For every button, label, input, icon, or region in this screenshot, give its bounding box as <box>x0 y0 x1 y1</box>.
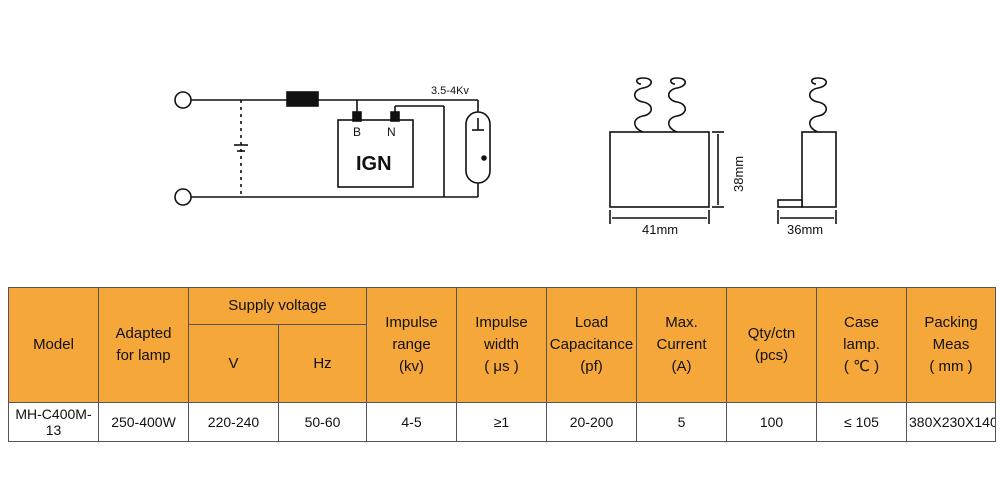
cell-case-temp: ≤ 105 <box>816 402 907 442</box>
table-row: MH-C400M-13 250-400W 220-240 50-60 4-5 ≥… <box>8 402 996 442</box>
case-side <box>801 131 837 208</box>
mounting-tab <box>777 199 803 208</box>
header-model: Model <box>8 287 99 403</box>
voltage-label: 3.5-4Kv <box>431 85 469 97</box>
width-dimension: 41mm <box>642 222 678 237</box>
ballast-inductor <box>286 91 319 107</box>
cell-impulse-range: 4-5 <box>366 402 457 442</box>
cell-voltage: 220-240 <box>188 402 279 442</box>
cell-packing: 380X230X140 <box>906 402 996 442</box>
depth-dimension: 36mm <box>787 222 823 237</box>
header-voltage-v: V <box>188 324 279 403</box>
spring-side-icon <box>808 77 828 133</box>
spring-left-icon <box>633 77 653 133</box>
ign-label: IGN <box>356 153 392 175</box>
cell-impulse-width: ≥1 <box>456 402 547 442</box>
terminal-n-label: N <box>387 125 396 139</box>
header-max-current: Max.Current(A) <box>636 287 727 403</box>
terminal-n-pin <box>390 111 400 122</box>
header-supply-voltage: Supply voltage <box>188 287 367 325</box>
circuit-labels: 3.5-4Kv B N IGN <box>353 85 469 175</box>
cell-model: MH-C400M-13 <box>8 402 99 442</box>
terminal-bottom <box>174 188 192 206</box>
ign-box <box>337 119 414 188</box>
cell-lamp: 250-400W <box>98 402 189 442</box>
case-front <box>609 131 710 208</box>
terminal-top <box>174 91 192 109</box>
spring-right-icon <box>667 77 687 133</box>
cell-load-capacitance: 20-200 <box>546 402 637 442</box>
cell-max-current: 5 <box>636 402 727 442</box>
header-qty: Qty/ctn(pcs) <box>726 287 817 403</box>
terminal-b-pin <box>352 111 362 122</box>
header-frequency-hz: Hz <box>278 324 367 403</box>
terminal-b-label: B <box>353 125 361 139</box>
circuit-diagram <box>174 91 491 206</box>
diagrams-area: 3.5-4Kv B N IGN 41mm 38mm 36mm <box>174 77 837 237</box>
height-dimension: 38mm <box>731 156 746 192</box>
front-dimension-labels: 41mm 38mm <box>642 156 746 237</box>
igniter-side-view <box>777 77 837 224</box>
cell-frequency: 50-60 <box>278 402 367 442</box>
cell-qty: 100 <box>726 402 817 442</box>
igniter-front-view <box>609 77 724 224</box>
